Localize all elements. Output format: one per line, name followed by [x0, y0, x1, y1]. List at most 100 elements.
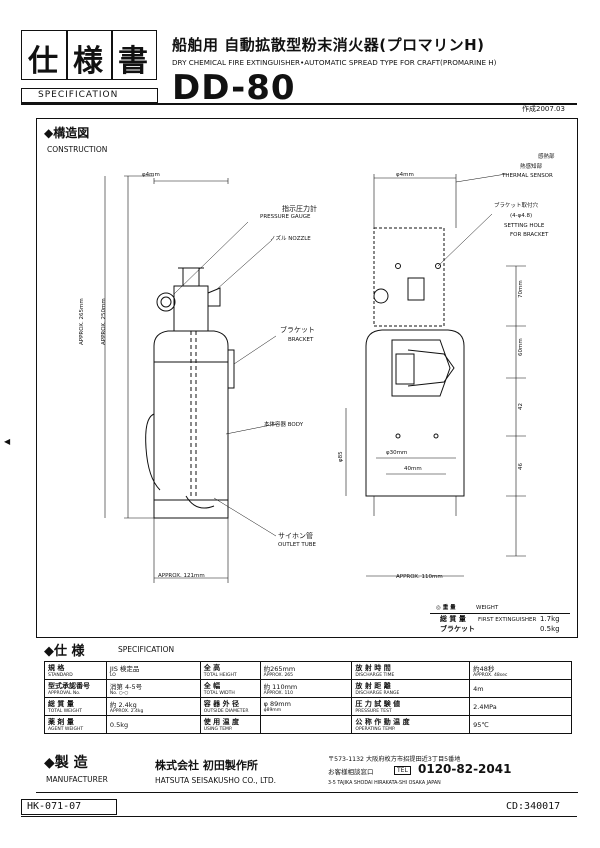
dim-side-h2: 60mm: [518, 338, 524, 356]
address-en: 3-5 TAJIKA SHODAI HIRAKATA-SHI OSAKA JAP…: [328, 781, 441, 786]
construction-title-en: CONSTRUCTION: [47, 145, 108, 154]
spec-right-value: 2.4MPa: [469, 697, 572, 716]
spec-left-value: 0.5kg: [105, 715, 201, 734]
title-divider-2: [111, 30, 113, 80]
registration-arrow-icon: ◀: [4, 437, 11, 446]
company-name-en: HATSUTA SEISAKUSHO CO., LTD.: [155, 776, 277, 785]
label-hole-en1: SETTING HOLE: [504, 223, 545, 229]
footer-rule: [21, 816, 577, 817]
dim-side-inner: φ30mm: [386, 450, 408, 456]
product-name-jp: 船舶用 自動拡散型粉末消火器(プロマリンH): [172, 36, 485, 54]
label-nozzle: ノズル NOZZLE: [270, 236, 311, 242]
pressure-gauge-icon: [156, 292, 176, 312]
label-outlet-jp: サイホン管: [278, 532, 313, 540]
issue-date: 作成2007.03: [522, 105, 565, 113]
weight-row-1-value: 1.7kg: [540, 615, 560, 623]
label-sensor-en: THERMAL SENSOR: [502, 173, 553, 179]
weight-header-jp: ◎ 重 量: [436, 605, 456, 611]
weight-header-en: WEIGHT: [476, 605, 499, 611]
spec-label-box: [21, 88, 158, 103]
dim-bottom-width: APPROX. 121mm: [158, 573, 205, 579]
spec-right-value: 95℃: [469, 715, 572, 734]
header-rule: [21, 103, 577, 105]
label-hole-en2: FOR BRACKET: [510, 232, 549, 238]
dim-height-2: APPROX. 250mm: [101, 298, 107, 345]
spec-title-en: SPECIFICATION: [118, 645, 175, 654]
manufacturer-rule: [36, 792, 578, 793]
dim-side-width: APPROX. 110mm: [396, 574, 443, 580]
label-hole-jp: ブラケット取付穴: [494, 203, 539, 209]
label-hole-jp2: (4-φ4.8): [510, 213, 533, 219]
phone-badge: TEL: [394, 766, 411, 775]
label-gauge-jp: 指示圧力計: [282, 205, 317, 213]
construction-drawing: [104, 173, 526, 583]
construction-title-jp: ◆構造図: [44, 126, 90, 140]
address: 〒573-1132 大阪府枚方市招提田近3丁目5番地: [328, 756, 461, 763]
side-bracket-plate: [373, 227, 445, 327]
dim-side-h4: 46: [518, 463, 524, 470]
label-bracket-jp: ブラケット: [280, 326, 315, 334]
customer-label: お客様相談窓口: [328, 768, 374, 776]
dim-side-h1: 70mm: [518, 280, 524, 298]
weight-row-2-label: ブラケット: [440, 625, 475, 633]
label-gauge-en: PRESSURE GAUGE: [260, 214, 311, 220]
dim-side-top: φ4mm: [396, 172, 414, 178]
weight-row-1-label-en: FIRST EXTINGUISHER: [478, 617, 537, 623]
manufacturer-title-jp: ◆製 造: [44, 755, 88, 771]
company-name-jp: 株式会社 初田製作所: [155, 759, 258, 772]
label-sensor-jp2: 熱感知部: [520, 164, 543, 170]
weight-row-1-label: 総 質 量: [440, 615, 466, 623]
spec-title-jp: ◆仕 様: [44, 644, 85, 659]
title-box: [21, 30, 157, 80]
spec-mid-value: [259, 715, 353, 734]
label-body: 本体容器 BODY: [264, 422, 304, 428]
label-outlet-en: OUTLET TUBE: [278, 542, 316, 548]
phone-number: 0120-82-2041: [418, 762, 512, 776]
title-divider-1: [66, 30, 68, 80]
dim-base-inner: 40mm: [404, 466, 422, 472]
dim-top-width: φ4mm: [142, 172, 160, 178]
dim-side-h5: φ85: [338, 451, 344, 462]
front-body: [153, 330, 229, 519]
weight-rule: [430, 613, 570, 614]
title-char-3: 書: [118, 44, 150, 79]
side-body: [365, 329, 465, 497]
weight-row-2-value: 0.5kg: [540, 625, 560, 633]
construction-frame: [36, 118, 578, 638]
product-name-en: DRY CHEMICAL FIRE EXTINGUISHER•AUTOMATIC…: [172, 58, 497, 67]
manufacturer-title-en: MANUFACTURER: [46, 775, 108, 784]
doc-number: HK-071-07: [27, 801, 82, 812]
label-sensor-jp1: 感熱部: [538, 154, 555, 160]
spec-right-value: 4m: [469, 679, 572, 698]
label-bracket-en: BRACKET: [288, 337, 314, 343]
spec-label: SPECIFICATION: [38, 90, 119, 100]
dim-side-h3: 42: [518, 403, 524, 410]
model-number: DD-80: [172, 68, 296, 108]
product-code: CD:340017: [506, 801, 561, 812]
title-char-1: 仕: [28, 44, 60, 79]
